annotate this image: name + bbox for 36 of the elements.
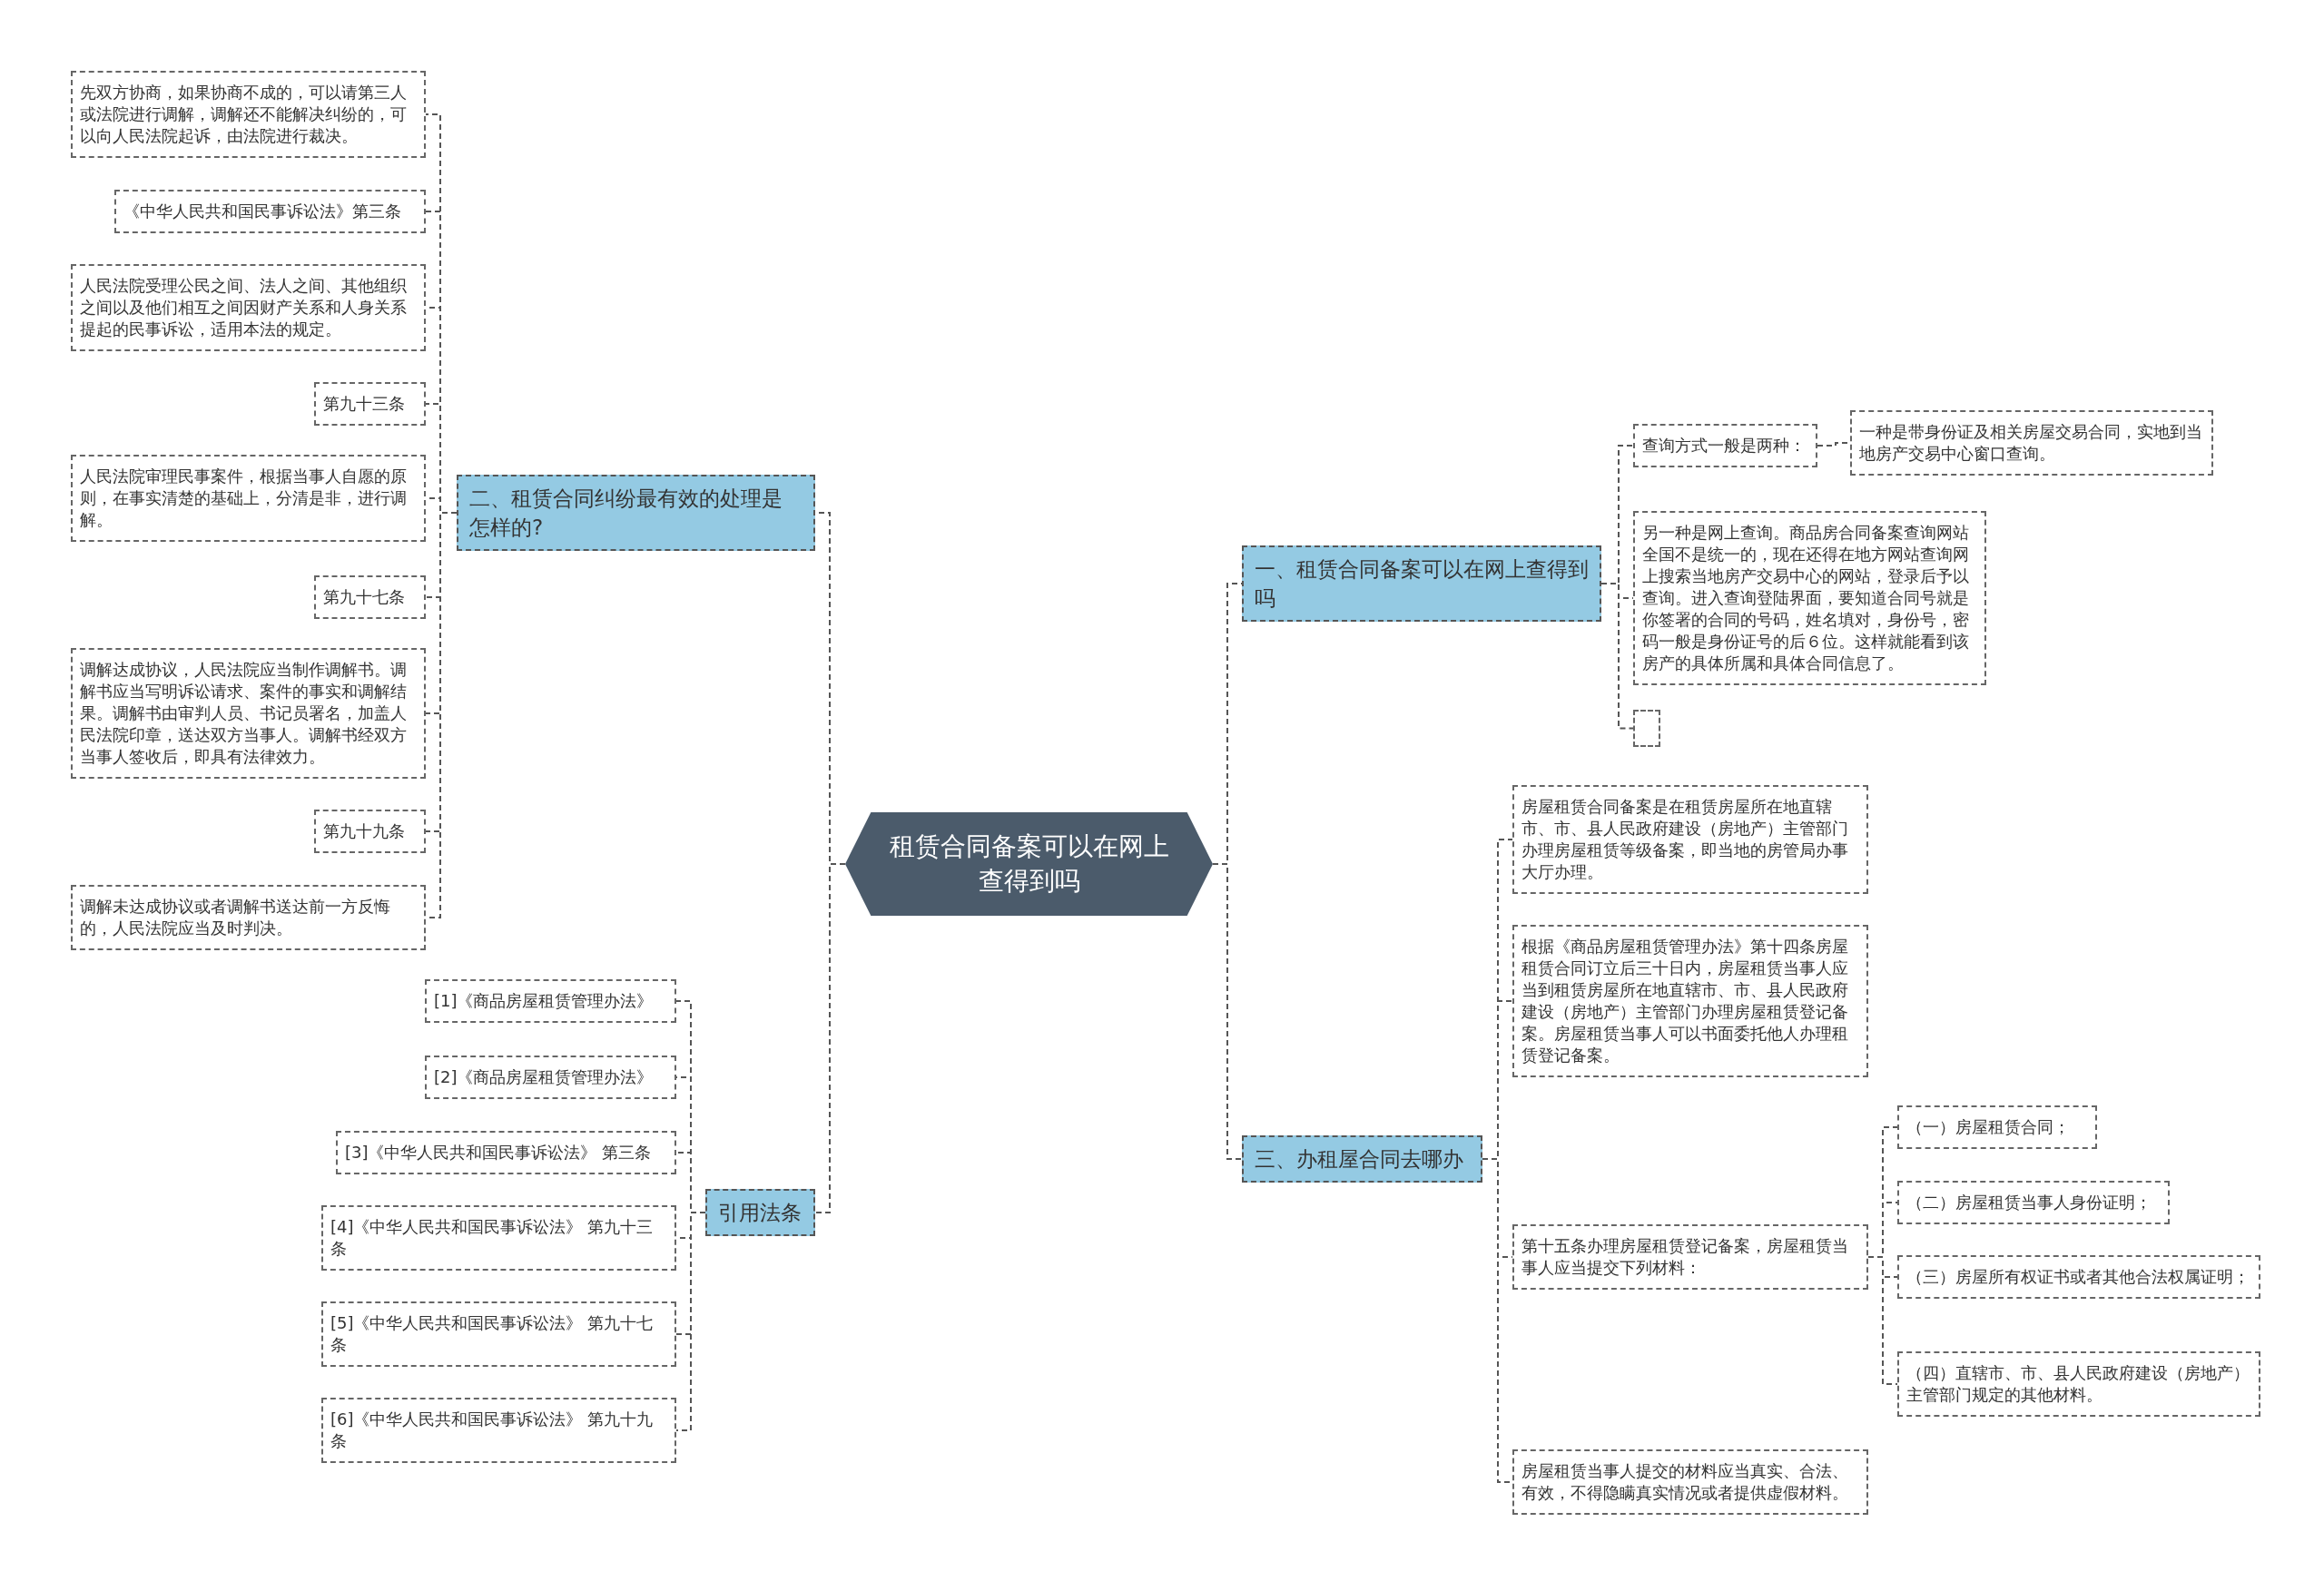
note-box: 调解未达成协议或者调解书送达前一方反悔的，人民法院应当及时判决。 xyxy=(71,885,426,950)
note-box: 人民法院受理公民之间、法人之间、其他组织之间以及他们相互之间因财产关系和人身关系提起的民事诉讼，适用本法的规定。 xyxy=(71,264,426,351)
central-topic: 租赁合同备案可以在网上查得到吗 xyxy=(845,812,1213,916)
topic-box: 二、租赁合同纠纷最有效的处理是怎样的? xyxy=(457,475,815,551)
note-box: （一）房屋租赁合同； xyxy=(1897,1105,2097,1149)
note-box: 查询方式一般是两种： xyxy=(1633,424,1817,467)
note-box: 第十五条办理房屋租赁登记备案，房屋租赁当事人应当提交下列材料： xyxy=(1512,1224,1868,1290)
topic-box: 引用法条 xyxy=(705,1189,815,1236)
connector-line xyxy=(1867,1256,1898,1385)
note-box: [1]《商品房屋租赁管理办法》 xyxy=(425,979,676,1023)
note-box: 另一种是网上查询。商品房合同备案查询网站全国不是统一的，现在还得在地方网站查询网上搜索当地房产交易中心的网站，登录后予以查询。进入查询登陆界面，要知道合同号就是你签署的合同的号码，姓名填对，身份号，密码一般是身份证号的后６位。这样就能看到该房产的具体所属和具体合同信息了。 xyxy=(1633,511,1986,685)
topic-box: 三、办租屋合同去哪办 xyxy=(1242,1135,1482,1183)
topic-box: 一、租赁合同备案可以在网上查得到吗 xyxy=(1242,545,1601,622)
note-box: [6]《中华人民共和国民事诉讼法》 第九十九条 xyxy=(321,1398,676,1463)
note-box: 第九十三条 xyxy=(314,382,426,426)
note-box: 调解达成协议，人民法院应当制作调解书。调解书应当写明诉讼请求、案件的事实和调解结果。调解书由审判人员、书记员署名，加盖人民法院印章，送达双方当事人。调解书经双方当事人签收后，即具有法律效力。 xyxy=(71,648,426,779)
note-box: （二）房屋租赁当事人身份证明； xyxy=(1897,1181,2170,1224)
note-box: [4]《中华人民共和国民事诉讼法》 第九十三条 xyxy=(321,1205,676,1271)
note-box: 房屋租赁当事人提交的材料应当真实、合法、有效，不得隐瞒真实情况或者提供虚假材料。 xyxy=(1512,1449,1868,1515)
connector-line xyxy=(1600,583,1634,730)
note-box: 房屋租赁合同备案是在租赁房屋所在地直辖市、市、县人民政府建设（房地产）主管部门办理房屋租赁等级备案，即当地的房管局办事大厅办理。 xyxy=(1512,785,1868,894)
connector-line xyxy=(1212,863,1243,1160)
note-box: 先双方协商，如果协商不成的，可以请第三人或法院进行调解，调解还不能解决纠纷的，可以向人民法院起诉，由法院进行裁决。 xyxy=(71,71,426,158)
note-box: （四）直辖市、市、县人民政府建设（房地产）主管部门规定的其他材料。 xyxy=(1897,1351,2260,1417)
note-box: 人民法院审理民事案件，根据当事人自愿的原则，在事实清楚的基础上，分清是非，进行调解。 xyxy=(71,455,426,542)
connector-line xyxy=(675,1212,706,1431)
note-box: 第九十七条 xyxy=(314,575,426,619)
note-box: [2]《商品房屋租赁管理办法》 xyxy=(425,1056,676,1099)
note-box: 《中华人民共和国民事诉讼法》第三条 xyxy=(114,190,426,233)
empty-box xyxy=(1633,710,1660,747)
note-box: [3]《中华人民共和国民事诉讼法》 第三条 xyxy=(336,1131,676,1174)
note-box: 第九十九条 xyxy=(314,810,426,853)
note-box: 一种是带身份证及相关房屋交易合同，实地到当地房产交易中心窗口查询。 xyxy=(1850,410,2213,476)
note-box: 根据《商品房屋租赁管理办法》第十四条房屋租赁合同订立后三十日内，房屋租赁当事人应当到租赁房屋所在地直辖市、市、县人民政府建设（房地产）主管部门办理房屋租赁登记备案。房屋租赁当事人可以书面委托他人办理租赁登记备案。 xyxy=(1512,925,1868,1077)
note-box: [5]《中华人民共和国民事诉讼法》 第九十七条 xyxy=(321,1301,676,1367)
note-box: （三）房屋所有权证书或者其他合法权属证明； xyxy=(1897,1255,2260,1299)
